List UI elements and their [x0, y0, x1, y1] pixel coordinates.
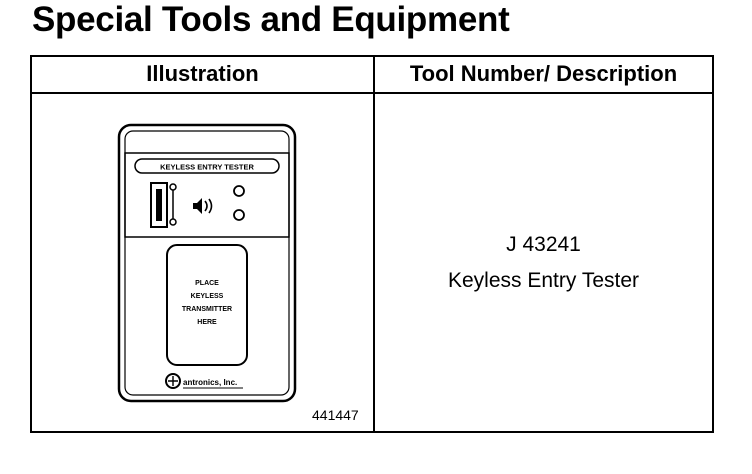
header-illustration: Illustration: [146, 61, 259, 86]
indicator-light-icon: [233, 185, 245, 197]
panel-text-line: TRANSMITTER: [182, 306, 232, 313]
control-panel: [124, 152, 290, 238]
panel-text-line: HERE: [197, 319, 217, 326]
tool-number: J 43241: [506, 233, 581, 256]
device-label-text: KEYLESS ENTRY TESTER: [160, 163, 254, 172]
header-divider: [32, 92, 712, 94]
tool-description: Keyless Entry Tester: [447, 269, 640, 292]
device-label-plate: [134, 158, 280, 174]
device-inner-edge: [124, 130, 290, 396]
speaker-icon: [193, 198, 202, 214]
transmitter-panel: [166, 244, 248, 366]
tools-table: Illustration Tool Number/ Description KE…: [30, 55, 714, 433]
led-icon: [169, 218, 177, 226]
figure-number: 441447: [312, 407, 359, 423]
brand-text: antronics, Inc.: [183, 378, 237, 387]
header-tool-description: Tool Number/ Description: [409, 61, 678, 86]
keyless-entry-tester-illustration: KEYLESS ENTRY TESTER PLACE KEYLESS TRANS…: [117, 123, 297, 403]
panel-text-line: KEYLESS: [191, 293, 224, 300]
panel-text-line: PLACE: [195, 280, 219, 287]
column-divider: [373, 57, 375, 431]
page-title: Special Tools and Equipment: [32, 0, 510, 39]
indicator-light-icon: [233, 209, 245, 221]
